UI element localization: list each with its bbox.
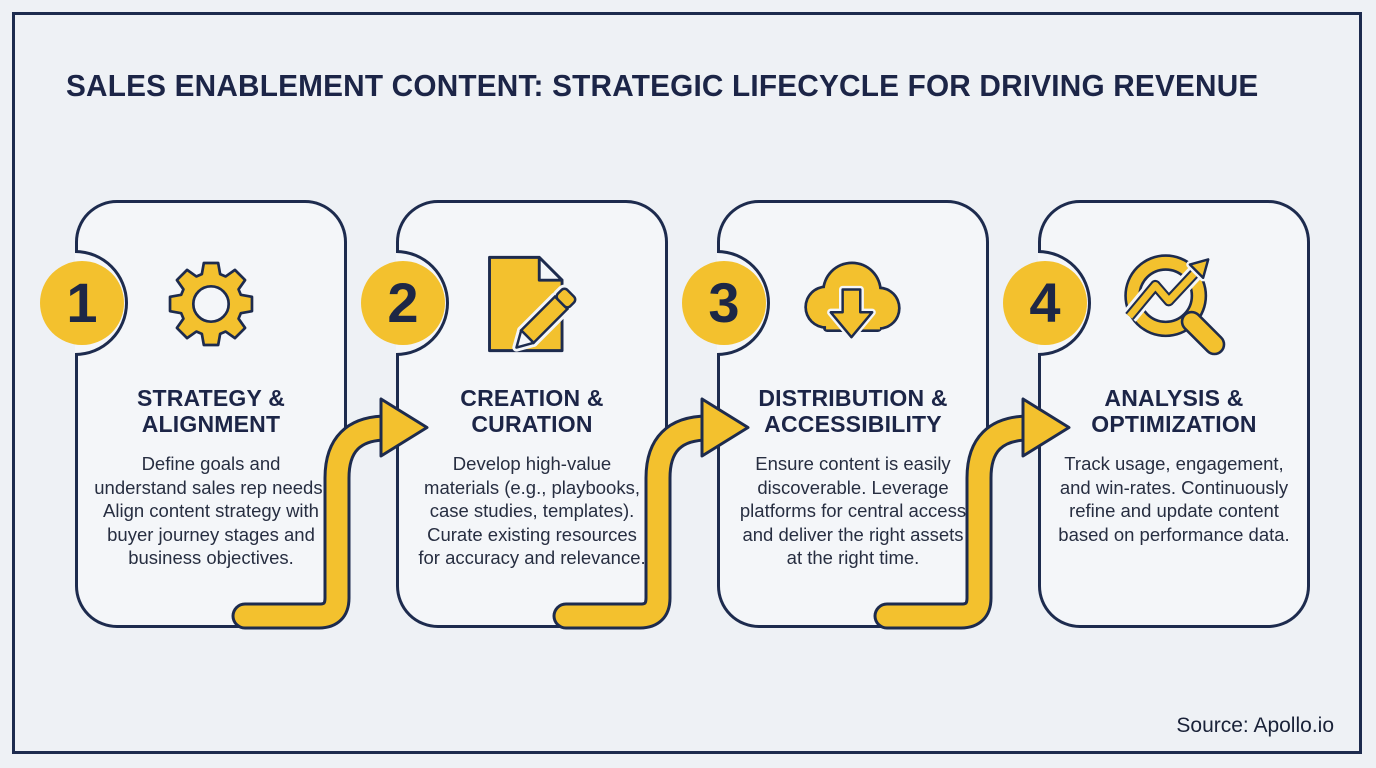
card-creation-curation: 2 CREATION & CURATION Develop hig <box>361 200 668 628</box>
card-description: Develop high-value materials (e.g., play… <box>418 453 646 568</box>
step-number: 1 <box>66 271 98 334</box>
step-badge-2: 2 <box>361 261 445 345</box>
page-title: SALES ENABLEMENT CONTENT: STRATEGIC LIFE… <box>66 68 1259 103</box>
step-badge-1: 1 <box>40 261 124 345</box>
step-number: 3 <box>708 271 740 334</box>
source-attribution: Source: Apollo.io <box>1176 714 1334 737</box>
card-title: ANALYSIS & OPTIMIZATION <box>1091 385 1257 437</box>
outer-frame <box>12 12 1362 754</box>
gear-icon <box>159 251 263 357</box>
step-badge-4: 4 <box>1003 261 1087 345</box>
card-analysis-optimization: 4 ANALYSIS & OPTIMIZATION Track usage, e… <box>1003 200 1310 628</box>
card-distribution-accessibility: 3 DISTRIBUTION & ACCESSIB <box>682 200 989 628</box>
card-description: Ensure content is easily discoverable. L… <box>739 453 967 568</box>
document-pencil-icon <box>475 251 589 357</box>
cloud-download-icon <box>796 251 910 357</box>
card-strategy-alignment: 1 STRATEGY & ALIGNMENT Define goals and … <box>40 200 347 628</box>
card-description: Track usage, engagement, and win-rates. … <box>1058 453 1290 545</box>
step-number: 4 <box>1029 271 1061 334</box>
card-description: Define goals and understand sales rep ne… <box>94 453 328 568</box>
step-badge-3: 3 <box>682 261 766 345</box>
card-title: DISTRIBUTION & ACCESSIBILITY <box>758 385 948 437</box>
card-title: STRATEGY & ALIGNMENT <box>136 385 286 437</box>
step-number: 2 <box>387 271 419 334</box>
magnifier-trend-icon <box>1117 251 1231 357</box>
card-title: CREATION & CURATION <box>460 385 604 437</box>
